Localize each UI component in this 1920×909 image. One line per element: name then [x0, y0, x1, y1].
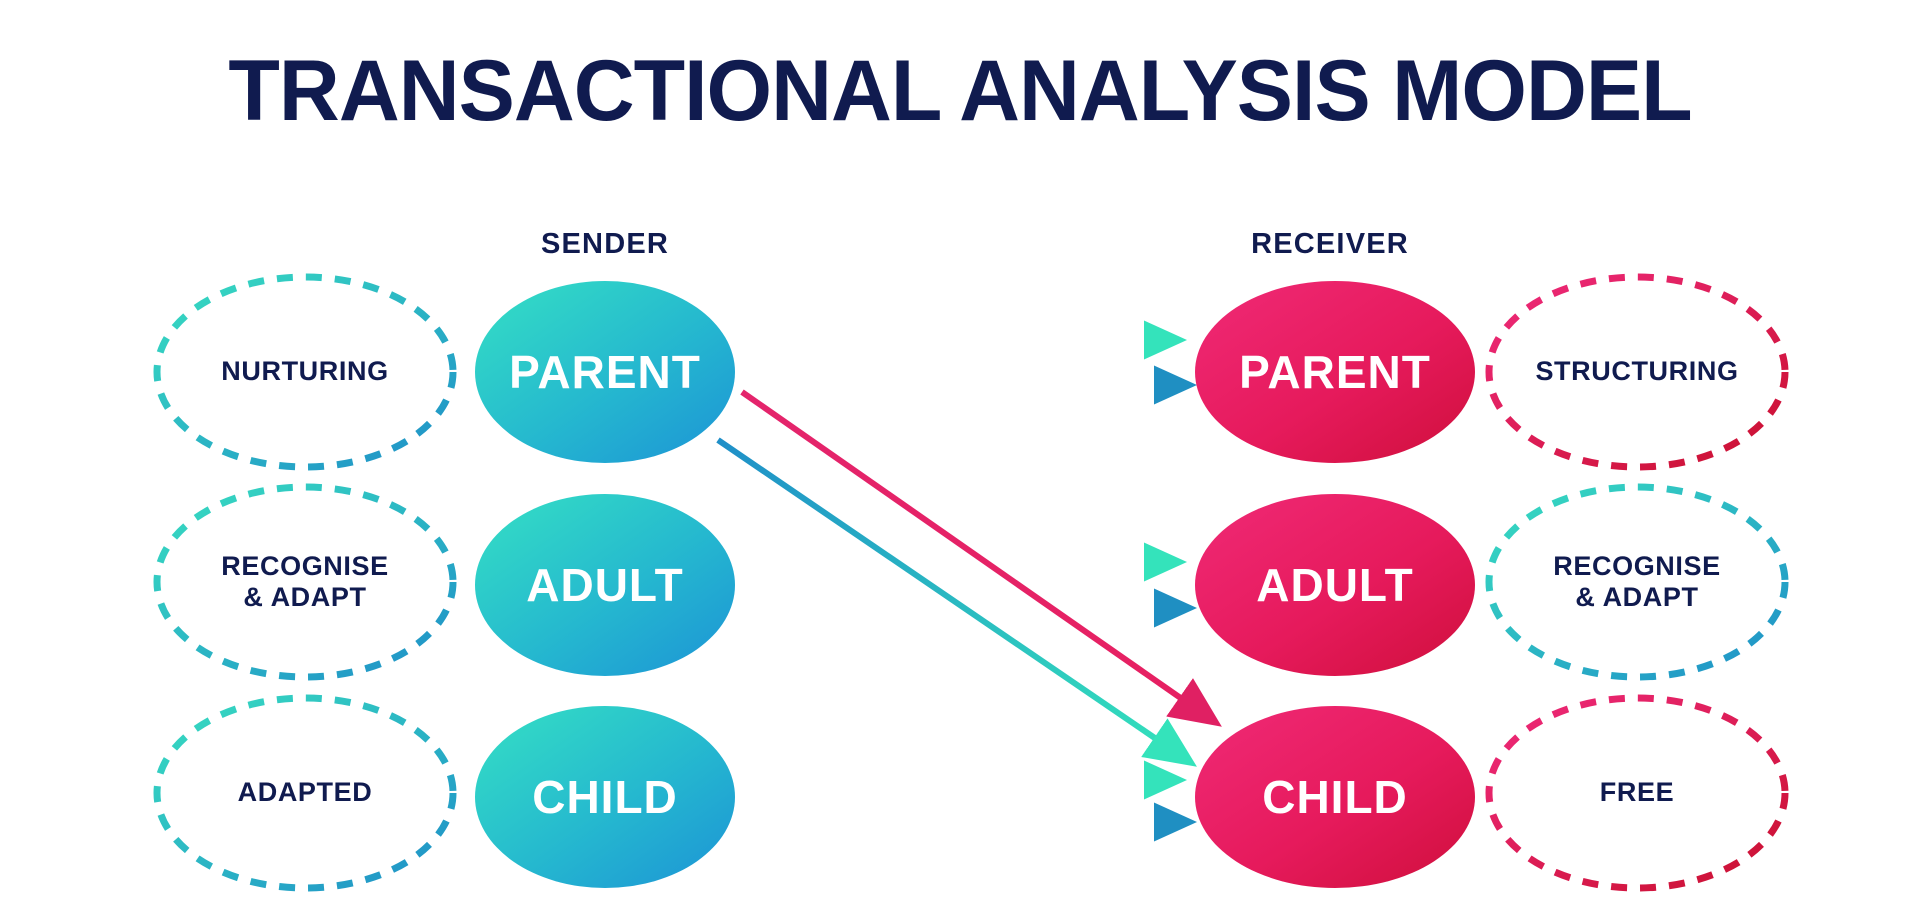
- column-header-sender: SENDER: [540, 228, 670, 260]
- trait-ellipse-left-3: [153, 694, 457, 892]
- sender-ellipse-parent[interactable]: [475, 281, 735, 463]
- receiver-ellipse-parent[interactable]: [1195, 281, 1475, 463]
- arrow-crossed-parent-to-child-teal: [716, 437, 1197, 767]
- trait-ellipse-right-2: [1485, 483, 1789, 681]
- arrow-crossed-parent-to-child-crimson: [740, 389, 1222, 727]
- receiver-ellipse-child[interactable]: [1195, 706, 1475, 888]
- trait-ellipse-left-2: [153, 483, 457, 681]
- trait-ellipse-right-3: [1485, 694, 1789, 892]
- column-header-receiver: RECEIVER: [1251, 228, 1409, 260]
- page-title: TRANSACTIONAL ANALYSIS MODEL: [228, 43, 1692, 139]
- trait-ellipse-left-1: [153, 273, 457, 471]
- sender-ellipse-adult[interactable]: [475, 494, 735, 676]
- receiver-ellipse-adult[interactable]: [1195, 494, 1475, 676]
- trait-ellipse-right-1: [1485, 273, 1789, 471]
- sender-ellipse-child[interactable]: [475, 706, 735, 888]
